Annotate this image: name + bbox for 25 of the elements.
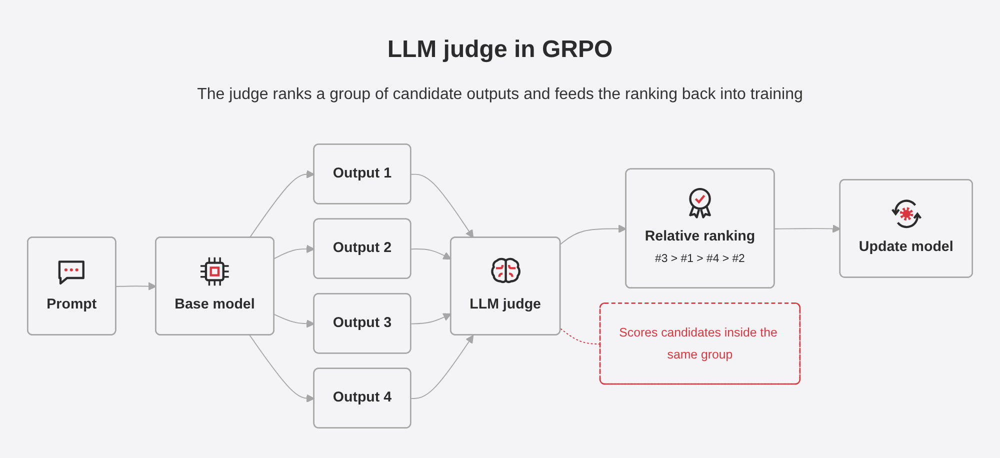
arrow [560, 224, 627, 245]
node-label: Prompt [46, 296, 97, 312]
arrow [774, 224, 841, 233]
node-label: Output 1 [332, 165, 392, 182]
node-label: Update model [858, 238, 954, 255]
connector-line [560, 328, 601, 345]
arrow [410, 313, 452, 324]
arrow [410, 174, 474, 238]
node-label: Output 3 [332, 314, 392, 331]
arrow [410, 334, 474, 400]
node-label: Base model [174, 296, 255, 312]
arrow [116, 282, 156, 290]
arrow [249, 334, 315, 403]
ranking-order-text: #3 > #1 > #4 > #2 [655, 251, 745, 265]
diagram-subtitle: The judge ranks a group of candidate outputs and feeds the ranking back into training [197, 86, 803, 104]
diagram-title: LLM judge in GRPO [387, 36, 613, 64]
node-label: Output 2 [332, 240, 392, 256]
node-label: Relative ranking [644, 228, 756, 244]
node-label: Output 4 [332, 389, 392, 406]
note-text: Scores candidates inside the same group [619, 325, 778, 361]
arrow [249, 170, 315, 238]
node-label: LLM judge [470, 296, 541, 312]
arrow [274, 314, 315, 328]
arrow [410, 248, 452, 260]
arrow [274, 244, 315, 260]
